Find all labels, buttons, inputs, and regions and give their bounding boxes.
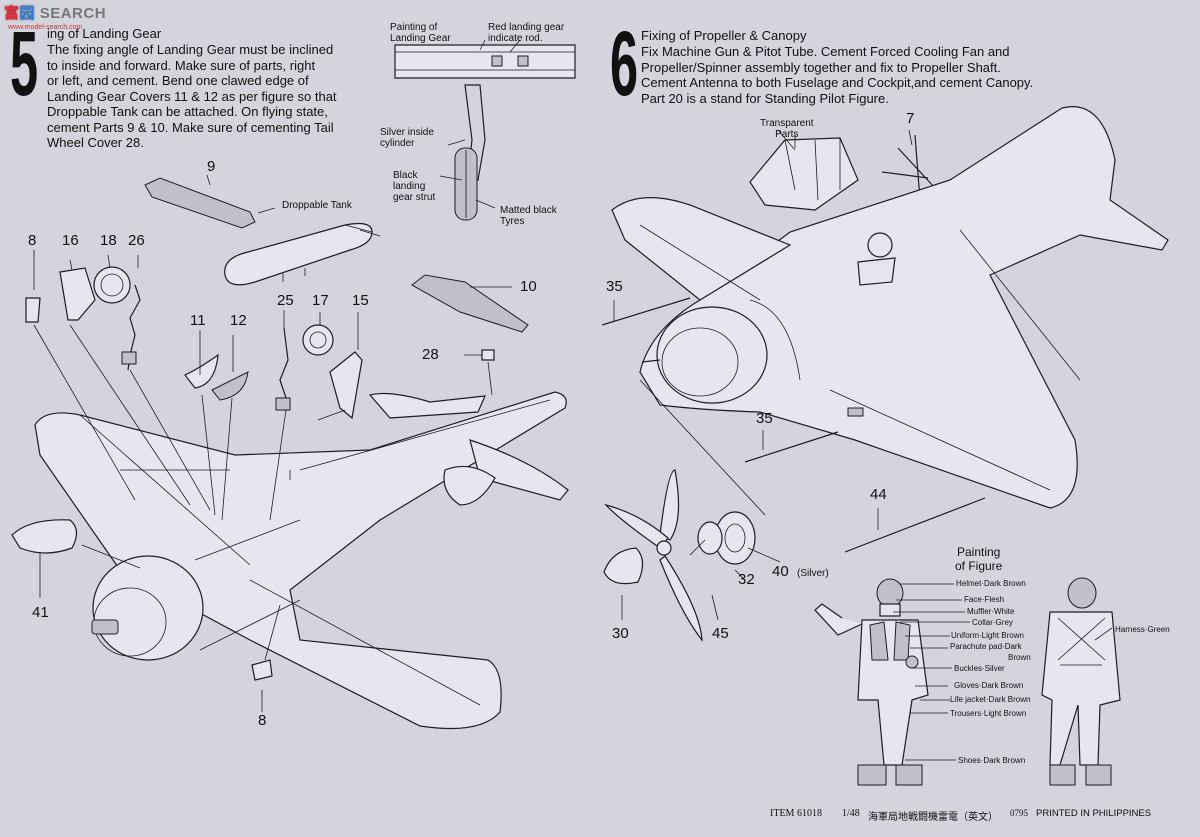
part-25-number: 25 [277, 292, 294, 309]
paint-harness: Harness·Green [1115, 625, 1170, 634]
paint-collar: Collar·Grey [972, 618, 1013, 627]
paint-gloves: Gloves·Dark Brown [954, 681, 1024, 690]
label-silver-cylinder: Silver inside cylinder [380, 127, 434, 149]
part-45-number: 45 [712, 625, 729, 642]
footer-printed: PRINTED IN PHILIPPINES [1036, 808, 1152, 819]
label-droppable-tank: Droppable Tank [282, 200, 352, 211]
watermark-url: www.model-search.com [8, 24, 83, 31]
figure-leaders [893, 583, 1113, 761]
label-transparent-parts: Transparent Parts [760, 118, 814, 140]
paint-buckles: Buckles·Silver [954, 664, 1005, 673]
part-41-number: 41 [32, 604, 49, 621]
landing-gear-inset [394, 39, 576, 221]
part-28-number: 28 [422, 346, 439, 363]
part-10-number: 10 [520, 278, 537, 295]
footer-kit-name: 海軍局地戦闘機雷電（英文） [868, 812, 998, 823]
paint-helmet: Helmet·Dark Brown [956, 579, 1026, 588]
paint-trousers: Trousers·Light Brown [950, 709, 1027, 718]
pilot-figure-front [814, 578, 929, 786]
label-matted-tyres: Matted black Tyres [500, 205, 557, 227]
right-gear-parts [275, 324, 363, 420]
paint-life-jacket: Life jacket·Dark Brown [950, 695, 1031, 704]
label-painting-landing-gear: Painting of Landing Gear [390, 22, 451, 44]
part-30-number: 30 [612, 625, 629, 642]
canopy-part [749, 135, 859, 211]
label-red-rod: Red landing gear indicate rod. [488, 22, 565, 44]
step-5-number: 5 [10, 13, 39, 115]
label-silver: (Silver) [797, 568, 829, 579]
droppable-tank [224, 222, 381, 286]
part-15-number: 15 [352, 292, 369, 309]
pilot-figure-back [1041, 577, 1121, 786]
footer-item: ITEM 61018 [770, 808, 822, 819]
part-11-number: 11 [190, 312, 206, 329]
part-35b-number: 35 [756, 410, 773, 427]
step-6-title: Fixing of Propeller & Canopy [641, 28, 807, 43]
paint-face: Face·Flesh [964, 595, 1005, 604]
paint-shoes: Shoes·Dark Brown [958, 756, 1026, 765]
paint-parachute-pad: Parachute pad·Dark [950, 642, 1022, 651]
footer-scale: 1/48 [842, 808, 860, 819]
watermark-logo: 富园 SEARCH [4, 5, 107, 22]
left-gear-parts [25, 266, 141, 371]
paint-parachute-pad-2: Brown [1008, 653, 1031, 662]
part-9-cover [144, 177, 256, 229]
label-black-strut: Black landing gear strut [393, 170, 436, 203]
part-40-number: 40 [772, 563, 789, 580]
step-6-body: Fix Machine Gun & Pitot Tube. Cement For… [641, 44, 1034, 106]
part-10-cover [411, 274, 529, 333]
step-5-title: ing of Landing Gear [47, 26, 162, 41]
part-44-number: 44 [870, 486, 887, 503]
figure-painting-title: Painting of Figure [955, 545, 1003, 573]
part-12-number: 12 [230, 312, 247, 329]
step5-leaders [33, 174, 512, 712]
part-17-number: 17 [312, 292, 329, 309]
part-35-number: 35 [606, 278, 623, 295]
paint-uniform: Uniform·Light Brown [951, 631, 1024, 640]
step-5-body: The fixing angle of Landing Gear must be… [47, 42, 337, 150]
footer-code: 0795 [1010, 808, 1028, 818]
part-32-number: 32 [738, 571, 755, 588]
part-8b-number: 8 [258, 712, 267, 729]
paint-muffler: Muffler·White [967, 607, 1015, 616]
propeller-assembly [603, 469, 756, 642]
part-8-number: 8 [28, 232, 37, 249]
part-7-number: 7 [906, 110, 915, 127]
part-9-number: 9 [207, 158, 216, 175]
aircraft-underside [11, 391, 569, 730]
part-18-number: 18 [100, 232, 117, 249]
part-26-number: 26 [128, 232, 145, 249]
aircraft-top [611, 106, 1169, 509]
step-6-number: 6 [610, 13, 639, 115]
part-16-number: 16 [62, 232, 79, 249]
